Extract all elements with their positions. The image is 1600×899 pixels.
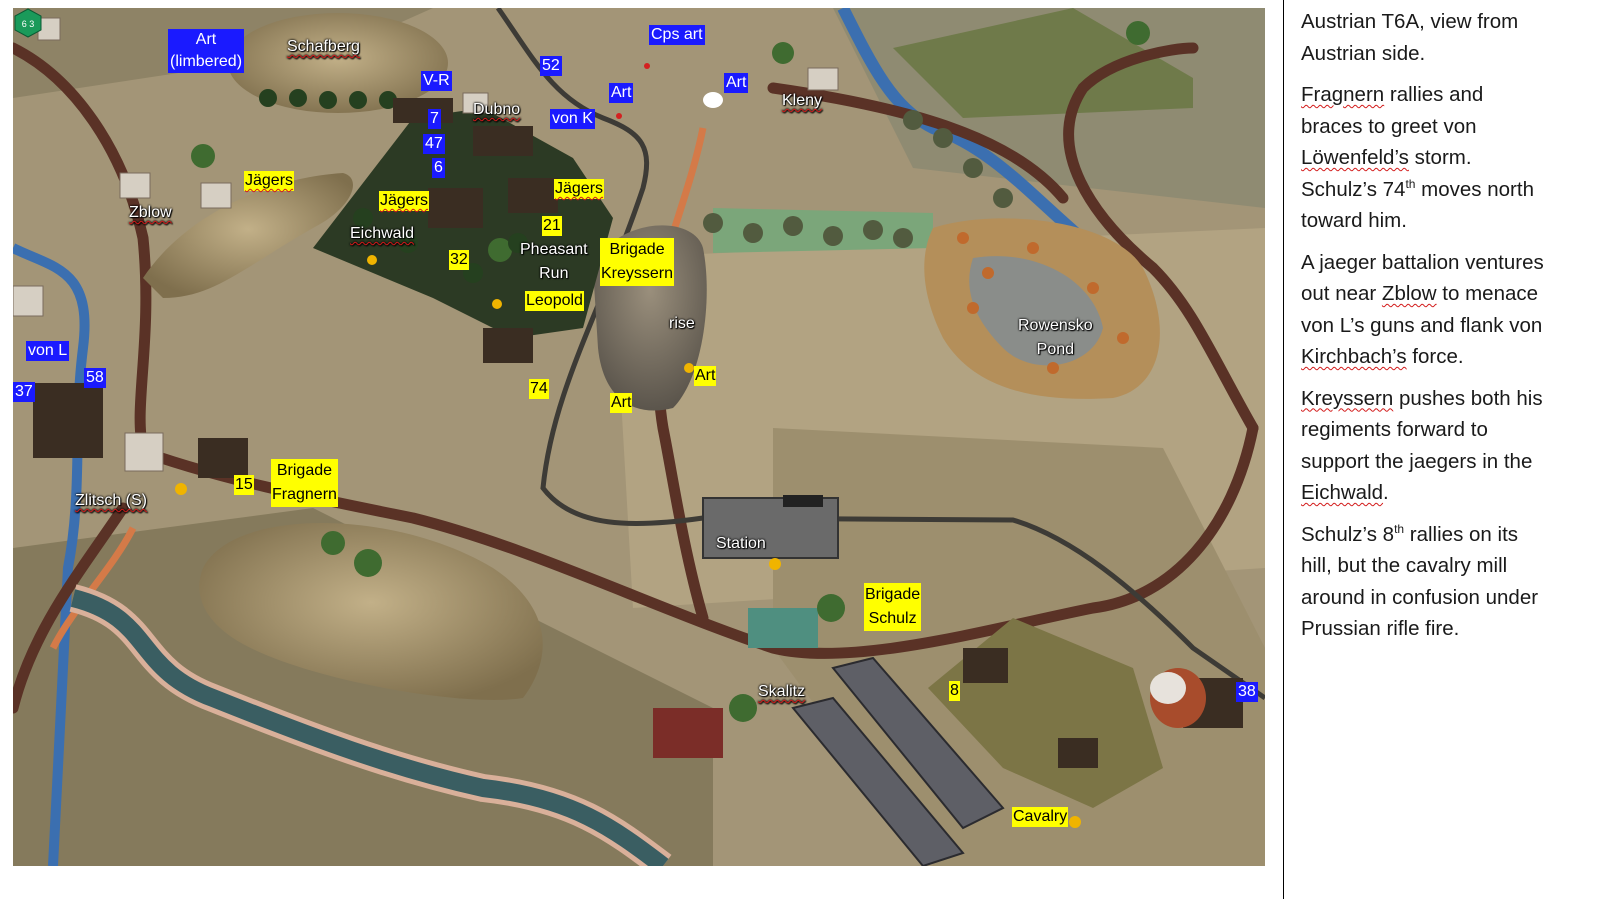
brigade-schulz-label: Brigade Schulz — [864, 583, 922, 631]
unit-von-l: von L — [26, 341, 70, 361]
commentary-paragraph-1: Austrian T6A, view from Austrian side. — [1301, 10, 1519, 65]
unit-jaegers-2: Jägers — [379, 191, 430, 211]
unit-art-2: Art — [724, 73, 749, 93]
unit-jaegers-1: Jägers — [244, 171, 295, 191]
label-kleny: Kleny — [782, 92, 823, 109]
unit-15: 15 — [234, 475, 254, 495]
label-dubno: Dubno — [473, 101, 521, 118]
unit-cavalry: Cavalry — [1012, 807, 1069, 827]
turn-commentary: Austrian T6A, view from Austrian side. F… — [1301, 6, 1546, 655]
board-terrain — [13, 8, 1265, 866]
brigade-kreyssern-label: Brigade Kreyssern — [600, 238, 675, 286]
brigade-fragnern-label: Brigade Fragnern — [271, 459, 338, 507]
unit-58: 58 — [84, 368, 106, 388]
commentary-paragraph-5: Schulz’s 8th rallies on its hill, but th… — [1301, 521, 1539, 641]
unit-art-limbered: Art (limbered) — [168, 29, 245, 73]
unit-52: 52 — [540, 56, 562, 76]
unit-7: 7 — [428, 109, 441, 129]
unit-74: 74 — [529, 379, 549, 399]
unit-cps-art: Cps art — [649, 25, 705, 45]
unit-8: 8 — [949, 681, 960, 701]
unit-47: 47 — [423, 134, 445, 154]
unit-art-74: Art — [610, 393, 633, 413]
label-pheasant-run: Pheasant Run — [520, 241, 588, 282]
unit-38: 38 — [1236, 682, 1258, 702]
label-skalitz: Skalitz — [758, 683, 806, 700]
label-zlitsch: Zlitsch (S) — [75, 492, 147, 509]
unit-jaegers-3: Jägers — [554, 179, 605, 199]
commentary-paragraph-3: A jaeger battalion ventures out near Zbl… — [1301, 250, 1544, 369]
d20-die-icon: 6 3 — [14, 8, 42, 38]
commentary-paragraph-4: Kreyssern pushes both his regiments forw… — [1301, 386, 1543, 505]
unit-art-rise: Art — [694, 366, 717, 386]
unit-art-1: Art — [609, 83, 634, 103]
unit-32: 32 — [449, 250, 469, 270]
unit-v-r: V-R — [421, 71, 452, 91]
unit-von-k: von K — [550, 109, 595, 129]
column-divider — [1283, 0, 1284, 899]
die-face-label: 6 3 — [22, 19, 35, 29]
label-schafberg: Schafberg — [287, 38, 360, 55]
commentary-paragraph-2: Fragnern rallies and braces to greet von… — [1301, 83, 1534, 232]
label-zblow: Zblow — [129, 204, 172, 221]
unit-leopold: Leopold — [525, 291, 584, 311]
label-station: Station — [716, 535, 766, 552]
unit-6: 6 — [432, 158, 445, 178]
label-eichwald: Eichwald — [350, 225, 415, 242]
label-rise: rise — [669, 315, 695, 332]
unit-37: 37 — [13, 382, 35, 402]
game-board-photo: 6 3 Schafberg Dubno Kleny Zblow Eichwald… — [13, 8, 1265, 866]
label-rowensko-pond: Rowensko Pond — [1018, 317, 1093, 358]
unit-21: 21 — [542, 216, 562, 236]
